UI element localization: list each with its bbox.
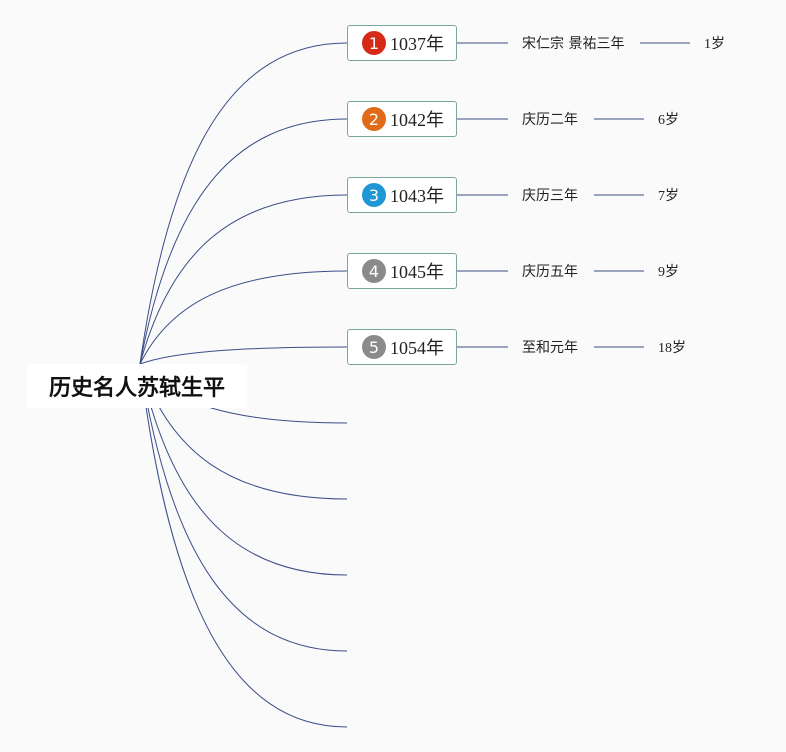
priority-3-icon: 3 [362, 183, 386, 207]
priority-2-icon: 2 [362, 107, 386, 131]
branch-line [139, 42, 348, 365]
year-node[interactable]: 2 1042年 [347, 101, 457, 137]
age-label[interactable]: 6岁 [658, 113, 679, 128]
era-label[interactable]: 庆历二年 [522, 112, 578, 128]
priority-4-icon: 4 [362, 259, 386, 283]
branch-line [139, 118, 348, 365]
age-label[interactable]: 7岁 [658, 189, 679, 204]
root-title: 历史名人苏轼生平 [48, 376, 225, 401]
year-label: 1043年 [390, 186, 444, 206]
age-label[interactable]: 9岁 [658, 265, 679, 280]
priority-1-icon: 1 [362, 31, 386, 55]
year-label: 1042年 [390, 110, 444, 130]
era-label[interactable]: 庆历五年 [522, 264, 578, 280]
root-topic[interactable]: 历史名人苏轼生平 [27, 364, 247, 408]
year-node[interactable]: 4 1045年 [347, 253, 457, 289]
year-label: 1045年 [390, 262, 444, 282]
empty-branch-line [139, 363, 348, 728]
empty-branch-line [139, 363, 348, 576]
year-node[interactable]: 3 1043年 [347, 177, 457, 213]
branch-line [139, 194, 348, 365]
empty-branch-line [139, 363, 348, 652]
year-node[interactable]: 5 1054年 [347, 329, 457, 365]
age-label[interactable]: 1岁 [704, 37, 725, 52]
year-node[interactable]: 1 1037年 [347, 25, 457, 61]
year-label: 1037年 [390, 34, 444, 54]
year-label: 1054年 [390, 338, 444, 358]
branch-line [139, 346, 348, 365]
era-label[interactable]: 至和元年 [522, 340, 578, 356]
branch-line [139, 270, 348, 365]
era-label[interactable]: 宋仁宗 景祐三年 [522, 36, 625, 52]
priority-5-icon: 5 [362, 335, 386, 359]
age-label[interactable]: 18岁 [658, 341, 686, 356]
era-label[interactable]: 庆历三年 [522, 188, 578, 204]
